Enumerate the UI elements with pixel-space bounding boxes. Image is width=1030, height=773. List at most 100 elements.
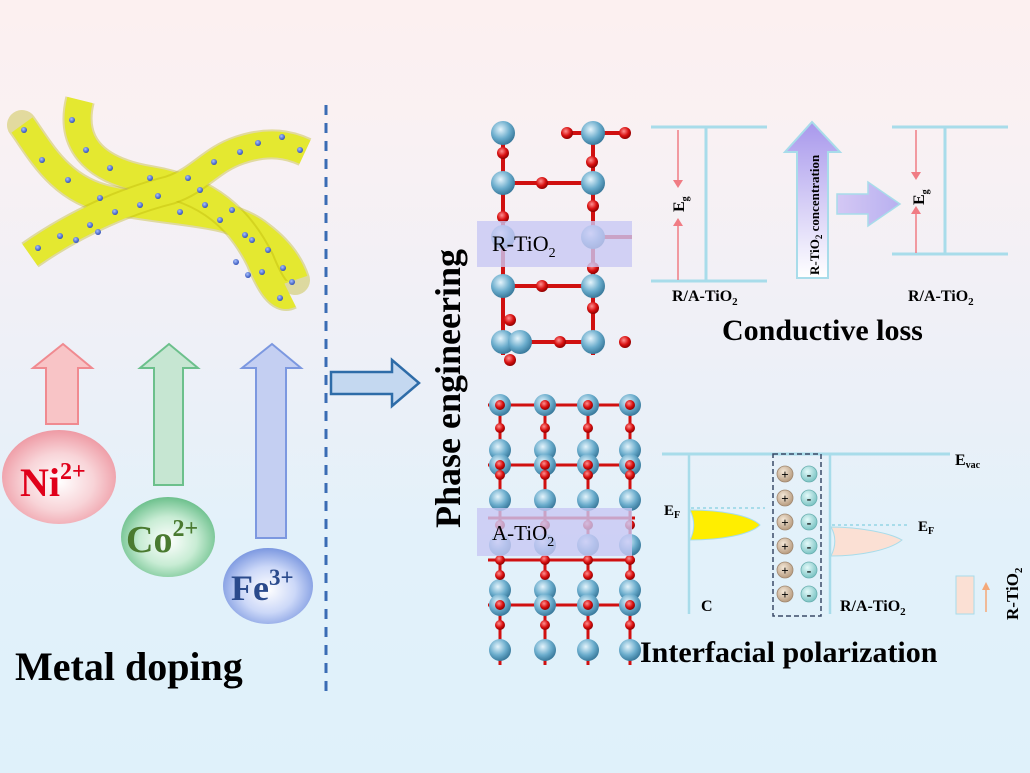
- o-atom: [625, 400, 635, 410]
- positive-charge: [776, 537, 794, 555]
- o-atom: [540, 470, 550, 480]
- o-atom: [583, 423, 593, 433]
- o-atom: [625, 470, 635, 480]
- rutile-highlight-box: [477, 221, 632, 267]
- negative-charge-sign: -: [807, 540, 812, 555]
- positive-charge: [776, 585, 794, 603]
- o-atom: [583, 570, 593, 580]
- rtio2-legend-label: R-TiO2: [1003, 567, 1025, 620]
- eg-label-left: Eg: [671, 196, 691, 212]
- carbon-fiber-illustration: [7, 96, 312, 311]
- concentration-arrow-icon: [782, 120, 843, 279]
- fe-ion-sphere: [223, 548, 313, 624]
- ni-arrow-icon: [30, 342, 95, 425]
- negative-charge-sign: -: [807, 588, 812, 603]
- o-atom: [583, 460, 593, 470]
- o-atom: [540, 400, 550, 410]
- negative-charge-sign: -: [807, 564, 812, 579]
- negative-charge: [800, 489, 818, 507]
- anatase-structure: [488, 394, 641, 665]
- phase-engineering-arrow-icon: [329, 357, 421, 409]
- negative-charge: [800, 561, 818, 579]
- negative-charge-sign: -: [807, 468, 812, 483]
- ti-atom: [619, 489, 641, 511]
- negative-charge: [800, 585, 818, 603]
- positive-charge: [776, 465, 794, 483]
- metal-doping-title: Metal doping: [15, 644, 243, 689]
- fe-arrow-icon: [239, 342, 304, 539]
- o-atom: [540, 555, 550, 565]
- band-label-right: R/A-TiO2: [908, 288, 974, 308]
- ti-atom: [489, 489, 511, 511]
- interfacial-diagram: Evac EF EF C R/A-TiO2 + - + - + - + - + - + - R-TiO…: [662, 452, 1025, 620]
- ti-atom: [489, 639, 511, 661]
- o-atom: [495, 600, 505, 610]
- co-ion-sphere: [121, 497, 215, 577]
- negative-charge: [800, 513, 818, 531]
- negative-charge-sign: -: [807, 516, 812, 531]
- conductive-loss-title: Conductive loss: [722, 314, 923, 347]
- ti-atom: [534, 489, 556, 511]
- anatase-highlight-box: [477, 508, 632, 556]
- ni-ion-sphere: [2, 430, 116, 524]
- negative-charge: [800, 537, 818, 555]
- o-atom: [625, 600, 635, 610]
- positive-charge: [776, 513, 794, 531]
- o-atom: [495, 620, 505, 630]
- interfacial-polarization-title: Interfacial polarization: [640, 636, 938, 669]
- o-atom: [625, 460, 635, 470]
- o-atom: [583, 600, 593, 610]
- ti-atom: [534, 639, 556, 661]
- rtio2-increase-arrow-icon: [982, 582, 990, 590]
- rutile-label: R-TiO2: [492, 231, 556, 261]
- o-atom: [540, 570, 550, 580]
- positive-charge: [776, 561, 794, 579]
- carbon-label: C: [701, 598, 713, 615]
- ti-atom: [577, 489, 599, 511]
- evac-label: Evac: [955, 452, 981, 471]
- ef-label-left: EF: [664, 503, 680, 521]
- o-atom: [625, 620, 635, 630]
- rutile-structure: R-TiO2: [477, 121, 632, 366]
- co-ion-label: Co2+: [126, 516, 198, 561]
- negative-charge-sign: -: [807, 492, 812, 507]
- band-label-left: R/A-TiO2: [672, 288, 738, 308]
- eg-label-right: Eg: [911, 189, 931, 205]
- o-atom: [540, 460, 550, 470]
- positive-charge-sign: +: [781, 467, 788, 482]
- fe-ion-label: Fe3+: [231, 565, 294, 608]
- positive-charge-sign: +: [781, 587, 788, 602]
- rtio2-legend-swatch: [955, 575, 975, 615]
- co-arrow-icon: [137, 342, 201, 486]
- positive-charge-sign: +: [781, 563, 788, 578]
- o-atom: [583, 470, 593, 480]
- ti-atom: [577, 639, 599, 661]
- c-fermi-distribution: [689, 509, 761, 541]
- tio2-fermi-distribution: [830, 526, 903, 557]
- charge-layer-box: [772, 453, 822, 617]
- o-atom: [583, 555, 593, 565]
- o-atom: [495, 460, 505, 470]
- o-atom: [540, 423, 550, 433]
- o-atom: [583, 400, 593, 410]
- positive-charge-sign: +: [781, 515, 788, 530]
- o-atom: [495, 400, 505, 410]
- o-atom: [540, 600, 550, 610]
- tio2-label: R/A-TiO2: [840, 598, 906, 618]
- o-atom: [625, 555, 635, 565]
- positive-charge-sign: +: [781, 491, 788, 506]
- phase-engineering-label: Phase engineering: [428, 249, 468, 528]
- o-atom: [495, 570, 505, 580]
- o-atom: [495, 555, 505, 565]
- o-atom: [495, 470, 505, 480]
- ni-ion-label: Ni2+: [20, 459, 86, 505]
- ti-atom: [619, 639, 641, 661]
- positive-charge: [776, 489, 794, 507]
- ef-label-right: EF: [918, 519, 934, 537]
- transition-arrow-icon: [836, 180, 902, 228]
- o-atom: [625, 570, 635, 580]
- o-atom: [625, 423, 635, 433]
- positive-charge-sign: +: [781, 539, 788, 554]
- negative-charge: [800, 465, 818, 483]
